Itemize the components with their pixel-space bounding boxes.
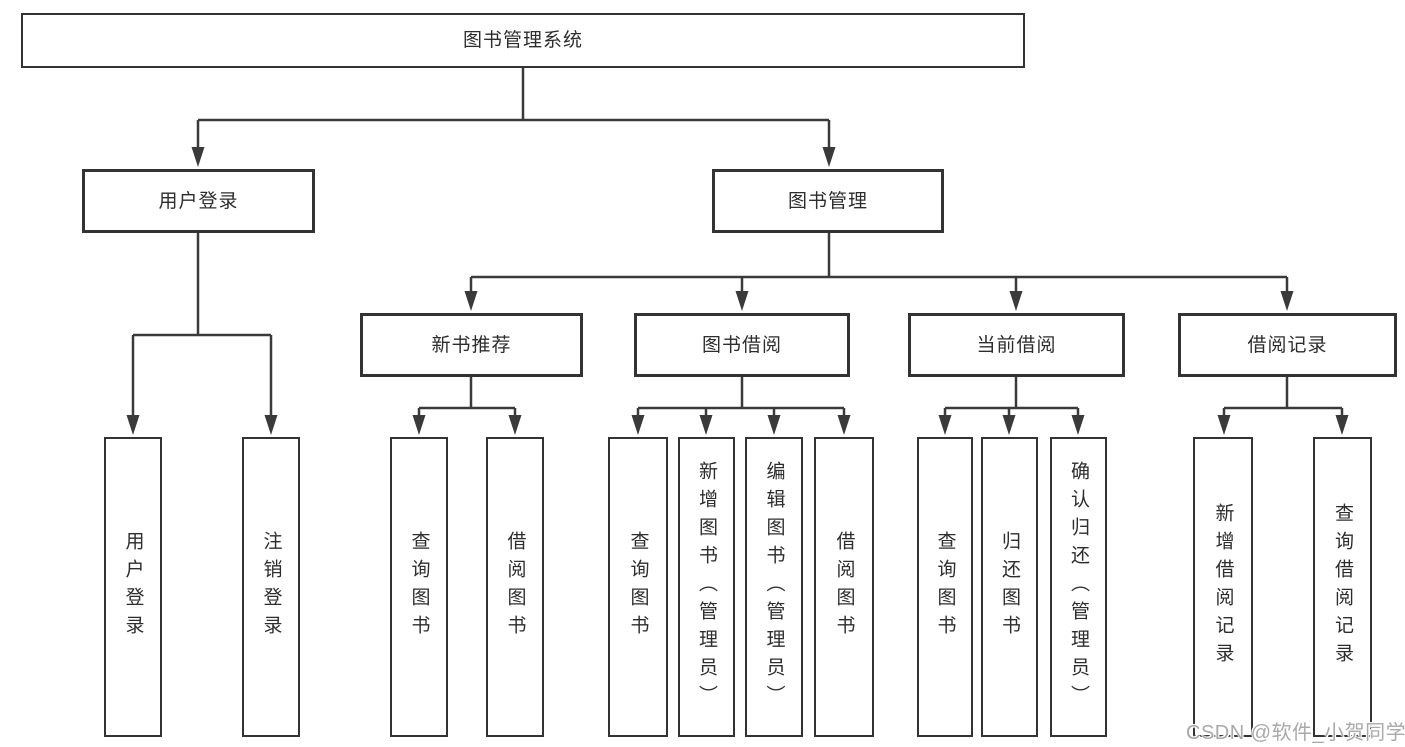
arrowhead-icon	[1335, 415, 1349, 435]
node-user-login: 用户登录	[82, 169, 315, 233]
node-label: 新增借阅记录	[1212, 503, 1234, 671]
leaf-logout: 注销登录	[242, 437, 300, 737]
leaf-borrow-books-recommend: 借阅图书	[486, 437, 544, 737]
leaf-query-books-recommend: 查询图书	[390, 437, 448, 737]
arrowhead-icon	[264, 415, 278, 435]
leaf-edit-books-admin: 编辑图书（管理员）	[745, 437, 803, 737]
node-label: 用户登录	[158, 190, 239, 212]
leaf-user-login: 用户登录	[104, 437, 162, 737]
leaf-add-books-admin: 新增图书（管理员）	[678, 437, 735, 737]
node-new-book-recommend: 新书推荐	[360, 313, 583, 377]
connector-path	[417, 377, 517, 419]
node-label: 查询借阅记录	[1332, 503, 1353, 671]
node-label: 当前借阅	[976, 334, 1057, 356]
arrowhead-icon	[837, 415, 851, 435]
arrowhead-icon	[191, 147, 205, 167]
node-label: 查询图书	[627, 531, 649, 643]
arrowhead-icon	[126, 415, 140, 435]
node-label: 新增图书（管理员）	[696, 461, 717, 713]
node-label: 图书管理系统	[462, 30, 583, 51]
arrowhead-icon	[464, 291, 478, 311]
arrowhead-icon	[699, 415, 713, 435]
arrowhead-icon	[1002, 415, 1016, 435]
arrowhead-icon	[412, 415, 426, 435]
node-book-management: 图书管理	[712, 169, 944, 233]
leaf-query-books-current: 查询图书	[917, 437, 973, 737]
node-current-borrow: 当前借阅	[908, 313, 1125, 377]
node-label: 借阅图书	[504, 531, 526, 643]
node-label: 图书管理	[787, 190, 868, 212]
connector-path	[636, 377, 846, 419]
csdn-watermark: CSDN @软件_小贺同学	[1186, 722, 1405, 744]
node-label: 图书借阅	[701, 334, 782, 356]
leaf-confirm-return-admin: 确认归还（管理员）	[1050, 437, 1107, 737]
arrowhead-icon	[1071, 415, 1085, 435]
node-label: 编辑图书（管理员）	[763, 461, 785, 713]
arrowhead-icon	[938, 415, 952, 435]
arrowhead-icon	[767, 415, 781, 435]
node-book-borrow: 图书借阅	[634, 313, 850, 377]
arrowhead-icon	[735, 291, 749, 311]
node-label: 用户登录	[122, 531, 144, 643]
node-label: 查询图书	[934, 531, 956, 643]
leaf-query-borrow-record: 查询借阅记录	[1313, 437, 1372, 737]
leaf-query-books: 查询图书	[608, 437, 668, 737]
arrowhead-icon	[631, 415, 645, 435]
node-label: 确认归还（管理员）	[1068, 461, 1089, 713]
connector-path	[943, 377, 1080, 419]
connector-path	[196, 68, 831, 151]
leaf-borrow-books: 借阅图书	[814, 437, 874, 737]
arrowhead-icon	[1280, 291, 1294, 311]
node-label: 借阅记录	[1247, 334, 1328, 356]
arrowhead-icon	[1217, 415, 1231, 435]
connector-path	[469, 233, 1289, 295]
connector-path	[1222, 377, 1344, 419]
node-borrow-record: 借阅记录	[1178, 313, 1397, 377]
arrowhead-icon	[1009, 291, 1023, 311]
node-label: 归还图书	[999, 531, 1020, 643]
leaf-add-borrow-record: 新增借阅记录	[1193, 437, 1253, 737]
arrowhead-icon	[508, 415, 522, 435]
node-label: 查询图书	[408, 531, 430, 643]
leaf-return-books: 归还图书	[981, 437, 1038, 737]
connector-path	[131, 233, 273, 419]
arrowhead-icon	[822, 147, 836, 167]
node-label: 注销登录	[260, 531, 282, 643]
node-label: 新书推荐	[431, 334, 512, 356]
node-library-management-system: 图书管理系统	[21, 13, 1025, 68]
node-label: 借阅图书	[833, 531, 855, 643]
